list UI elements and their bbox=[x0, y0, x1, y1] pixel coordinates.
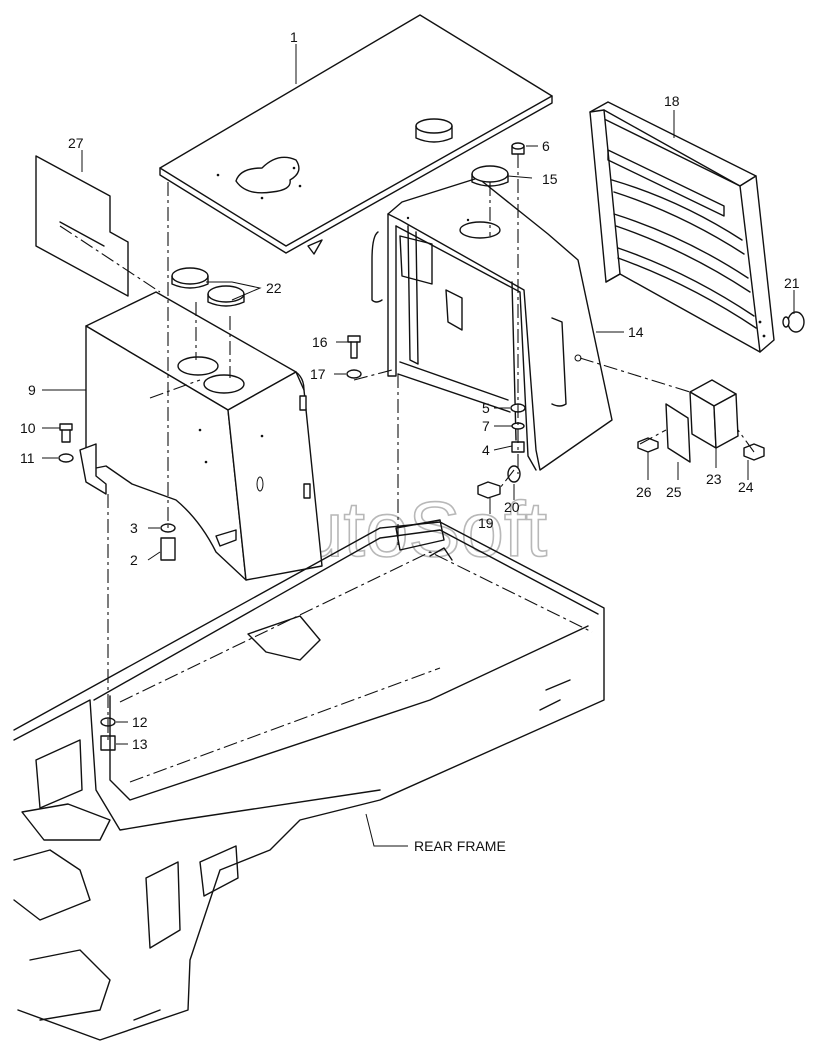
callout-10: 10 bbox=[20, 420, 36, 436]
callout-18: 18 bbox=[664, 93, 680, 109]
callout-20: 20 bbox=[504, 499, 520, 515]
part-14-frame-box bbox=[371, 177, 613, 471]
callout-23: 23 bbox=[706, 471, 722, 487]
rear-frame-label: REAR FRAME bbox=[414, 838, 506, 854]
callout-24: 24 bbox=[738, 479, 754, 495]
callout-labels: 1 27 18 6 15 22 21 14 16 17 9 5 7 10 4 1… bbox=[20, 29, 800, 854]
callout-15: 15 bbox=[542, 171, 558, 187]
callout-13: 13 bbox=[132, 736, 148, 752]
callout-26: 26 bbox=[636, 484, 652, 500]
callout-4: 4 bbox=[482, 442, 490, 458]
callout-7: 7 bbox=[482, 418, 490, 434]
part-1-top-cover bbox=[159, 14, 553, 255]
callout-27: 27 bbox=[68, 135, 84, 151]
hardware bbox=[58, 142, 805, 751]
callout-16: 16 bbox=[312, 334, 328, 350]
callout-12: 12 bbox=[132, 714, 148, 730]
callout-21: 21 bbox=[784, 275, 800, 291]
callout-3: 3 bbox=[130, 520, 138, 536]
assembly-lines bbox=[59, 154, 755, 740]
part-22-caps bbox=[171, 267, 245, 307]
part-9-side-cover bbox=[85, 291, 323, 581]
callout-14: 14 bbox=[628, 324, 644, 340]
part-27-panel bbox=[35, 155, 129, 297]
callout-11: 11 bbox=[20, 450, 35, 466]
callout-1: 1 bbox=[290, 29, 298, 45]
part-18-grille bbox=[589, 101, 775, 353]
callout-5: 5 bbox=[482, 400, 490, 416]
callout-2: 2 bbox=[130, 552, 138, 568]
callout-6: 6 bbox=[542, 138, 550, 154]
callout-22: 22 bbox=[266, 280, 282, 296]
callout-17: 17 bbox=[310, 366, 326, 382]
rear-frame bbox=[13, 519, 605, 1041]
leader-lines bbox=[42, 44, 795, 847]
callout-9: 9 bbox=[28, 382, 36, 398]
callout-25: 25 bbox=[666, 484, 682, 500]
callout-19: 19 bbox=[478, 515, 494, 531]
